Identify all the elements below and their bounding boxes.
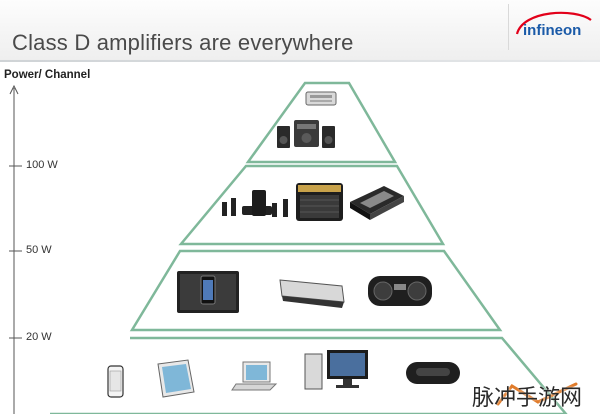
axis-title: Power/ Channel xyxy=(4,69,91,81)
tick-label-20w: 20 W xyxy=(26,331,52,343)
tick-label-50w: 50 W xyxy=(26,244,52,256)
infineon-logo: infineon xyxy=(508,4,596,50)
slide-title: Class D amplifiers are everywhere xyxy=(12,30,354,55)
mini-hifi-system-icon xyxy=(277,120,335,148)
portable-speaker-icon xyxy=(406,362,460,384)
pyramid-level-base xyxy=(50,336,568,414)
laptop-icon xyxy=(231,361,278,391)
header-divider xyxy=(0,60,600,62)
header-bar xyxy=(0,0,600,62)
boombox-icon xyxy=(368,276,432,306)
desktop-pc-icon xyxy=(304,350,368,390)
infineon-logo-mark: infineon xyxy=(515,11,592,39)
pyramid-level-lower-middle xyxy=(129,249,503,332)
tick-label-100w: 100 W xyxy=(26,159,58,171)
pyramid-level-upper-middle xyxy=(178,164,446,246)
soundbar-icon xyxy=(279,279,345,308)
pyramid-level-top xyxy=(245,81,398,164)
av-receiver-icon xyxy=(350,186,404,220)
home-theater-speakers-icon xyxy=(222,190,288,217)
tablet-icon xyxy=(157,359,195,398)
car-amplifier-icon xyxy=(305,91,337,106)
power-axis xyxy=(9,84,22,414)
watermark-text: 脉冲手游网 xyxy=(472,386,583,411)
guitar-amplifier-icon xyxy=(296,183,343,221)
watermark-logo xyxy=(496,382,578,406)
docking-station-icon xyxy=(177,271,239,313)
smartphone-icon xyxy=(107,365,124,398)
svg-text:infineon: infineon xyxy=(523,22,581,39)
